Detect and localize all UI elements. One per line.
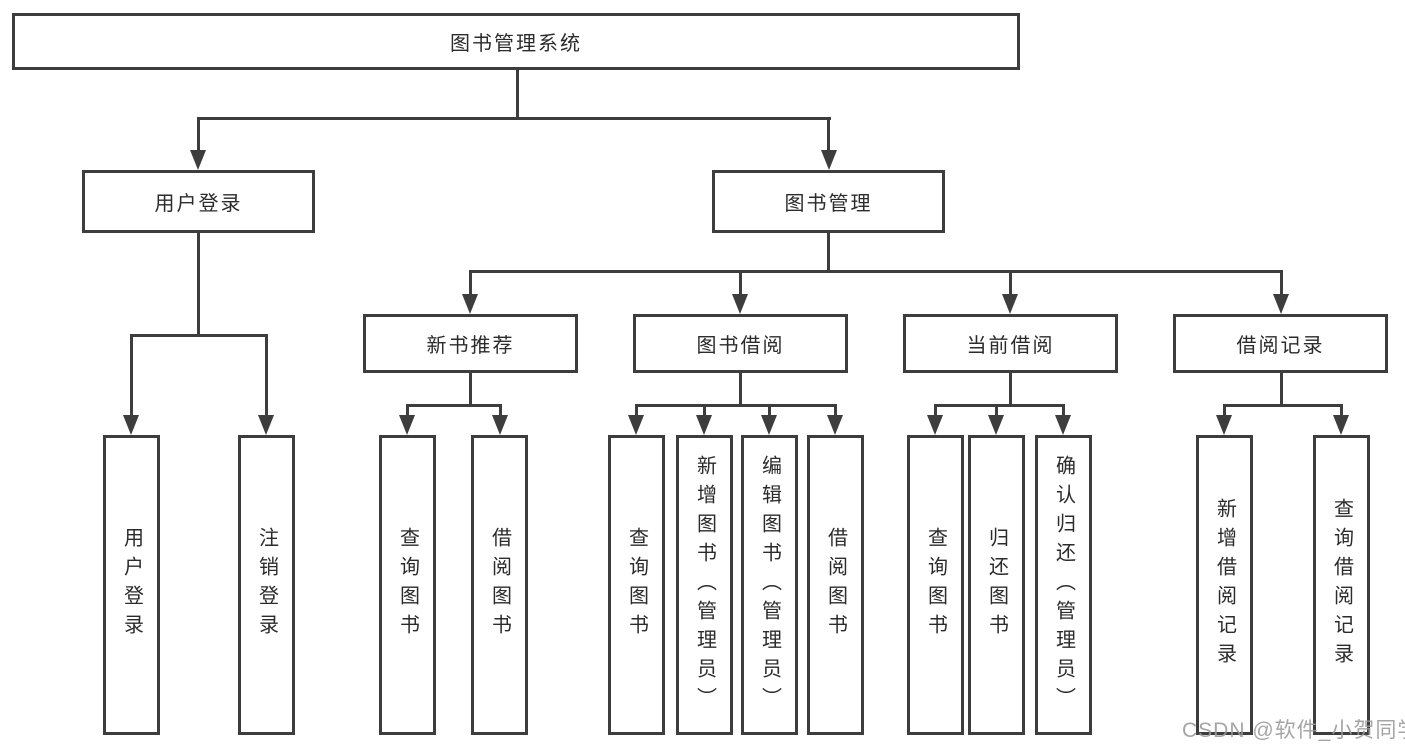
csdn-watermark: CSDN @软件_小贺同学 xyxy=(1182,719,1405,742)
node-new-book-recommend-label: 新书推荐 xyxy=(426,335,515,357)
connector-stem xyxy=(635,404,638,417)
connector-borrow-records-branch xyxy=(1223,404,1343,407)
node-confirm-return-admin-label: 确认归还（管理员） xyxy=(1052,454,1075,716)
connector-stem xyxy=(995,404,998,417)
node-borrow-book-recommend-label: 借阅图书 xyxy=(488,527,511,643)
arrowhead xyxy=(1216,415,1232,435)
connector-new-book-branch xyxy=(406,404,502,407)
arrowhead xyxy=(988,415,1004,435)
connector-stem-login-leaf xyxy=(130,334,133,417)
connector-new-book-trunk xyxy=(469,373,472,407)
node-borrow-records: 借阅记录 xyxy=(1173,314,1388,373)
node-new-book-recommend: 新书推荐 xyxy=(363,314,578,373)
connector-stem xyxy=(1223,404,1226,417)
connector-stem-book-borrow xyxy=(739,270,742,296)
connector-stem-current-borrow xyxy=(1009,270,1012,296)
node-edit-book-admin-label: 编辑图书（管理员） xyxy=(758,454,781,716)
arrowhead xyxy=(492,415,508,435)
connector-stem-user-login xyxy=(197,117,200,153)
node-root: 图书管理系统 xyxy=(12,13,1020,70)
node-query-book-current-label: 查询图书 xyxy=(924,527,947,643)
connector-book-mgmt-branch xyxy=(469,270,1283,273)
node-book-mgmt-label: 图书管理 xyxy=(784,193,873,215)
connector-book-mgmt-trunk xyxy=(827,233,830,272)
connector-stem xyxy=(834,404,837,417)
arrowhead xyxy=(761,415,777,435)
node-borrow-book-leaf-label: 借阅图书 xyxy=(824,527,847,643)
connector-current-borrow-branch xyxy=(934,404,1065,407)
connector-user-login-trunk xyxy=(197,233,200,337)
node-query-book-recommend: 查询图书 xyxy=(379,435,436,735)
arrowhead xyxy=(399,415,415,435)
node-user-login-label: 用户登录 xyxy=(154,193,243,215)
connector-stem-borrow-records xyxy=(1280,270,1283,296)
connector-stem-book-mgmt xyxy=(827,117,830,153)
node-user-login-leaf-label: 用户登录 xyxy=(120,527,143,643)
connector-current-borrow-trunk xyxy=(1009,373,1012,407)
connector-stem xyxy=(1340,404,1343,417)
node-return-book: 归还图书 xyxy=(968,435,1025,735)
arrowhead-book-mgmt xyxy=(821,150,837,170)
node-current-borrow-label: 当前借阅 xyxy=(966,335,1055,357)
arrowhead xyxy=(927,415,943,435)
node-add-borrow-record: 新增借阅记录 xyxy=(1196,435,1253,735)
node-borrow-book-leaf: 借阅图书 xyxy=(807,435,864,735)
arrowhead-book-borrow xyxy=(732,294,748,314)
node-query-borrow-record-label: 查询借阅记录 xyxy=(1330,498,1353,672)
connector-stem xyxy=(499,404,502,417)
connector-stem xyxy=(1062,404,1065,417)
node-book-borrow-label: 图书借阅 xyxy=(696,335,785,357)
node-confirm-return-admin: 确认归还（管理员） xyxy=(1035,435,1092,735)
node-book-borrow: 图书借阅 xyxy=(633,314,848,373)
node-edit-book-admin: 编辑图书（管理员） xyxy=(741,435,798,735)
connector-stem xyxy=(406,404,409,417)
node-add-book-admin: 新增图书（管理员） xyxy=(676,435,733,735)
node-add-borrow-record-label: 新增借阅记录 xyxy=(1213,498,1236,672)
connector-user-login-branch xyxy=(130,334,268,337)
node-logout-leaf-label: 注销登录 xyxy=(255,527,278,643)
node-query-book-recommend-label: 查询图书 xyxy=(396,527,419,643)
node-current-borrow: 当前借阅 xyxy=(903,314,1118,373)
node-query-borrow-record: 查询借阅记录 xyxy=(1313,435,1370,735)
connector-stem xyxy=(703,404,706,417)
arrowhead xyxy=(1055,415,1071,435)
node-root-label: 图书管理系统 xyxy=(450,33,582,55)
node-user-login: 用户登录 xyxy=(82,170,315,233)
connector-book-borrow-trunk xyxy=(739,373,742,407)
arrowhead xyxy=(628,415,644,435)
node-add-book-admin-label: 新增图书（管理员） xyxy=(693,454,716,716)
connector-borrow-records-trunk xyxy=(1280,373,1283,407)
connector-stem xyxy=(768,404,771,417)
arrowhead xyxy=(696,415,712,435)
node-book-mgmt: 图书管理 xyxy=(712,170,945,233)
arrowhead-logout-leaf xyxy=(258,415,274,435)
arrowhead-new-book xyxy=(462,294,478,314)
connector-book-borrow-branch xyxy=(635,404,837,407)
arrowhead xyxy=(827,415,843,435)
arrowhead-current-borrow xyxy=(1002,294,1018,314)
node-user-login-leaf: 用户登录 xyxy=(103,435,160,735)
connector-root-trunk xyxy=(516,70,519,118)
connector-stem xyxy=(934,404,937,417)
node-borrow-book-recommend: 借阅图书 xyxy=(471,435,528,735)
node-query-book-borrow-label: 查询图书 xyxy=(625,527,648,643)
connector-stem-new-book xyxy=(469,270,472,296)
arrowhead-user-login xyxy=(190,150,206,170)
node-borrow-records-label: 借阅记录 xyxy=(1236,335,1325,357)
node-logout-leaf: 注销登录 xyxy=(238,435,295,735)
connector-root-branch xyxy=(197,117,831,120)
node-query-book-current: 查询图书 xyxy=(907,435,964,735)
node-query-book-borrow: 查询图书 xyxy=(608,435,665,735)
arrowhead xyxy=(1333,415,1349,435)
arrowhead-login-leaf xyxy=(123,415,139,435)
connector-stem-logout-leaf xyxy=(265,334,268,417)
node-return-book-label: 归还图书 xyxy=(985,527,1008,643)
arrowhead-borrow-records xyxy=(1273,294,1289,314)
